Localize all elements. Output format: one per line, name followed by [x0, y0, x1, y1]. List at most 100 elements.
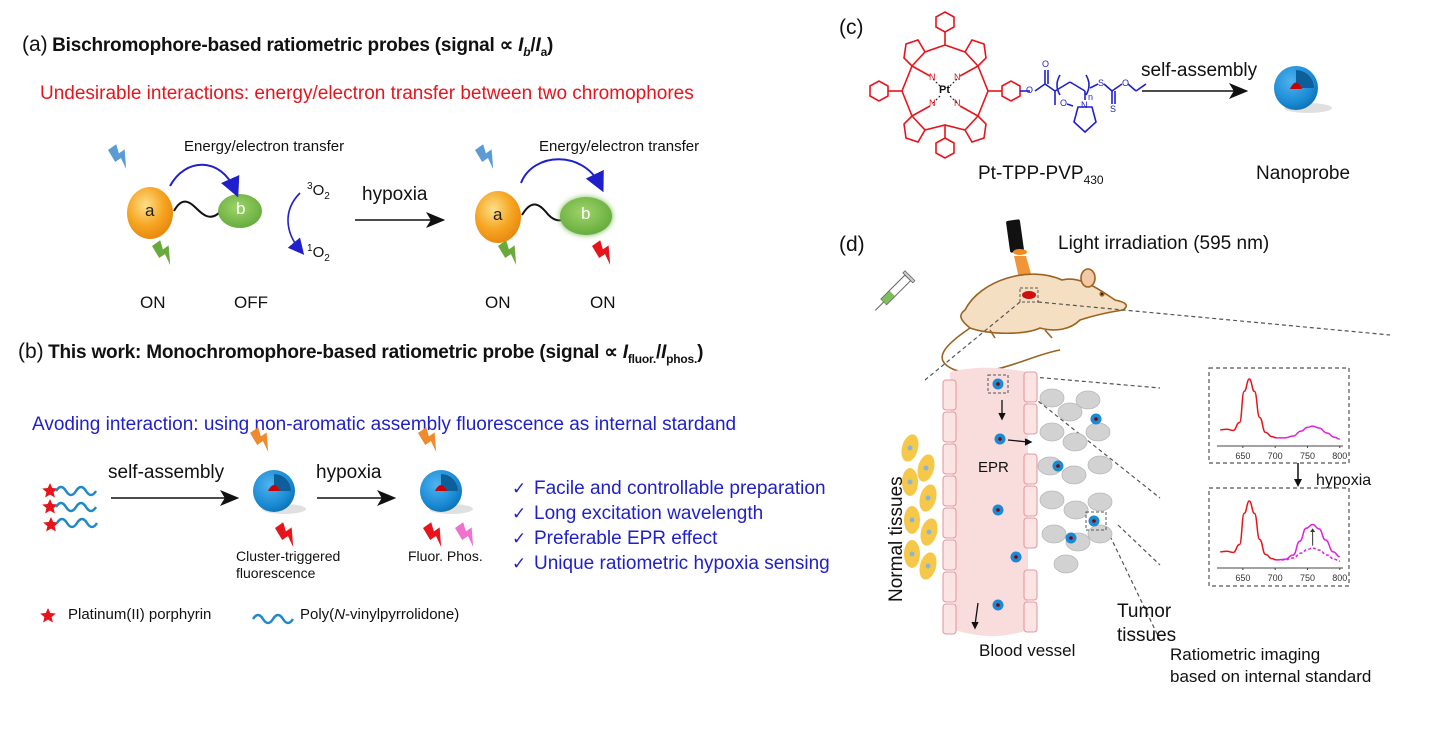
- hypoxia-label: hypoxia: [1316, 472, 1372, 489]
- x-tick-label: 700: [1268, 451, 1283, 461]
- porphyrin-core: [869, 11, 1021, 159]
- pt-coordination: [932, 78, 958, 104]
- panel-b-letter: (b): [18, 340, 44, 363]
- fluorescence-bolt-icon: [275, 522, 294, 548]
- cluster-caption: Cluster-triggered fluorescence: [236, 548, 341, 581]
- blood-vessel: [950, 367, 1028, 636]
- porphyrin-star-icon: [43, 517, 59, 532]
- state-label: ON: [590, 293, 616, 312]
- chromophore-b: [560, 197, 612, 235]
- panel-a-title: Bischromophore-based ratiometric probes …: [52, 35, 554, 59]
- panel-c-letter: (c): [839, 16, 864, 39]
- monomer-chain: [43, 517, 99, 532]
- normal-tissues-label: Normal tissues: [886, 476, 907, 602]
- advantages-list: ✓Facile and controllable preparation ✓Lo…: [512, 476, 830, 576]
- x-tick-label: 750: [1300, 451, 1315, 461]
- chromophore-b-label: b: [581, 204, 591, 223]
- monomer-chain: [42, 483, 98, 498]
- legend-star-icon: [40, 608, 56, 623]
- pvp-wave-icon: [55, 517, 99, 529]
- panel-a: (a) Bischromophore-based ratiometric pro…: [0, 0, 820, 320]
- zoom-guide-lines: [924, 301, 1391, 641]
- atom-label: O: [1122, 78, 1130, 88]
- x-tick-label: 650: [1235, 451, 1250, 461]
- hypoxia-arrowhead: [1294, 479, 1302, 487]
- series-fluorescence: [1220, 378, 1277, 439]
- hypoxia-label: hypoxia: [316, 462, 382, 483]
- advantage-item: ✓Long excitation wavelength: [512, 503, 764, 524]
- linker: [173, 200, 221, 218]
- nanoprobe-icon: [420, 470, 473, 514]
- tumor-cell-zoom-box: [1085, 511, 1107, 531]
- x-tick-label: 650: [1235, 573, 1250, 583]
- panel-a-heading: (a) Bischromophore-based ratiometric pro…: [22, 33, 553, 59]
- normal-tissue-cells: [901, 434, 938, 580]
- tumor-zoom-box: [1019, 287, 1039, 303]
- panel-a-letter: (a): [22, 33, 48, 56]
- atom-label: O: [1042, 59, 1050, 69]
- legend-wave-icon: [251, 613, 295, 625]
- spectrum-chart-normoxia: 650 700 750 800: [1217, 378, 1347, 461]
- nanoprobe-icon: [1274, 66, 1332, 113]
- porphyrin-star-icon: [42, 499, 58, 514]
- tumor-tissues-label: Tumor tissues: [1117, 601, 1177, 646]
- atom-label: O: [1060, 98, 1068, 108]
- x-tick-label: 700: [1268, 573, 1283, 583]
- emission-bolt-icon: [498, 240, 517, 266]
- check-icon: ✓: [512, 504, 527, 523]
- series-phosphorescence-hypoxia: [1276, 523, 1340, 561]
- atom-label: O: [1026, 85, 1034, 95]
- spectrum-box-normoxia: [1208, 367, 1350, 464]
- pvp-wave-icon: [54, 501, 98, 513]
- state-label: OFF: [234, 293, 268, 312]
- atom-label: N: [929, 98, 936, 108]
- monomer-chain: [42, 499, 98, 514]
- transfer-arrow: [520, 158, 604, 193]
- chromophore-b: [218, 194, 262, 228]
- vessel-zoom-box: [987, 374, 1009, 394]
- self-assembly-label: self-assembly: [1141, 60, 1258, 81]
- excitation-bolt-icon: [418, 427, 437, 453]
- atom-label: S: [1098, 78, 1105, 88]
- nanoprobe-label: Nanoprobe: [1256, 163, 1351, 184]
- panel-d-letter: (d): [839, 233, 865, 256]
- fluor-phos-caption: Fluor. Phos.: [408, 548, 483, 564]
- panel-b-title: This work: Monochromophore-based ratiome…: [48, 342, 704, 366]
- chromophore-a: [127, 187, 173, 239]
- self-assembly-label: self-assembly: [108, 462, 225, 483]
- flow-arrows: [971, 400, 1033, 630]
- increase-arrowhead: [1310, 528, 1316, 532]
- emission-bolt-icon: [152, 240, 171, 266]
- pvp-chain: [1020, 70, 1147, 134]
- panel-b: (b) This work: Monochromophore-based rat…: [0, 330, 870, 710]
- metal-label: Pt: [939, 84, 950, 96]
- x-tick-label: 800: [1332, 451, 1347, 461]
- check-icon: ✓: [512, 529, 527, 548]
- series-phosphorescence: [1276, 425, 1340, 440]
- transfer-arrow: [169, 163, 240, 198]
- series-phosphorescence-normoxia-reference: [1276, 547, 1340, 562]
- check-icon: ✓: [512, 479, 527, 498]
- chromophore-a-label: a: [145, 201, 155, 220]
- spectrum-chart-hypoxia: 650 700 750 800: [1217, 500, 1347, 583]
- chromophore-a-label: a: [493, 205, 503, 224]
- state-label: ON: [485, 293, 511, 312]
- x-tick-label: 750: [1300, 573, 1315, 583]
- panel-d: (d) Light irradiation (595 nm): [830, 219, 1429, 735]
- atom-label: S: [1110, 104, 1117, 114]
- transfer-label: Energy/electron transfer: [539, 138, 700, 155]
- x-tick-label: 800: [1332, 573, 1347, 583]
- pvp-wave-icon: [54, 485, 98, 497]
- compound-label: Pt-TPP-PVP430: [978, 163, 1104, 187]
- pt-tpp-pvp-structure: [869, 11, 1332, 159]
- advantage-item: ✓Preferable EPR effect: [512, 528, 718, 549]
- excitation-bolt-icon: [250, 427, 269, 453]
- transfer-label: Energy/electron transfer: [184, 138, 345, 155]
- nanoprobe-icon: [253, 470, 306, 514]
- hypoxia-label: hypoxia: [362, 184, 428, 205]
- panel-b-diagram: [40, 427, 474, 625]
- panel-b-note: Avoding interaction: using non-aromatic …: [32, 414, 737, 435]
- excitation-bolt-icon: [475, 144, 494, 170]
- panel-c: (c): [830, 0, 1429, 200]
- emission-bolt-icon: [592, 240, 611, 266]
